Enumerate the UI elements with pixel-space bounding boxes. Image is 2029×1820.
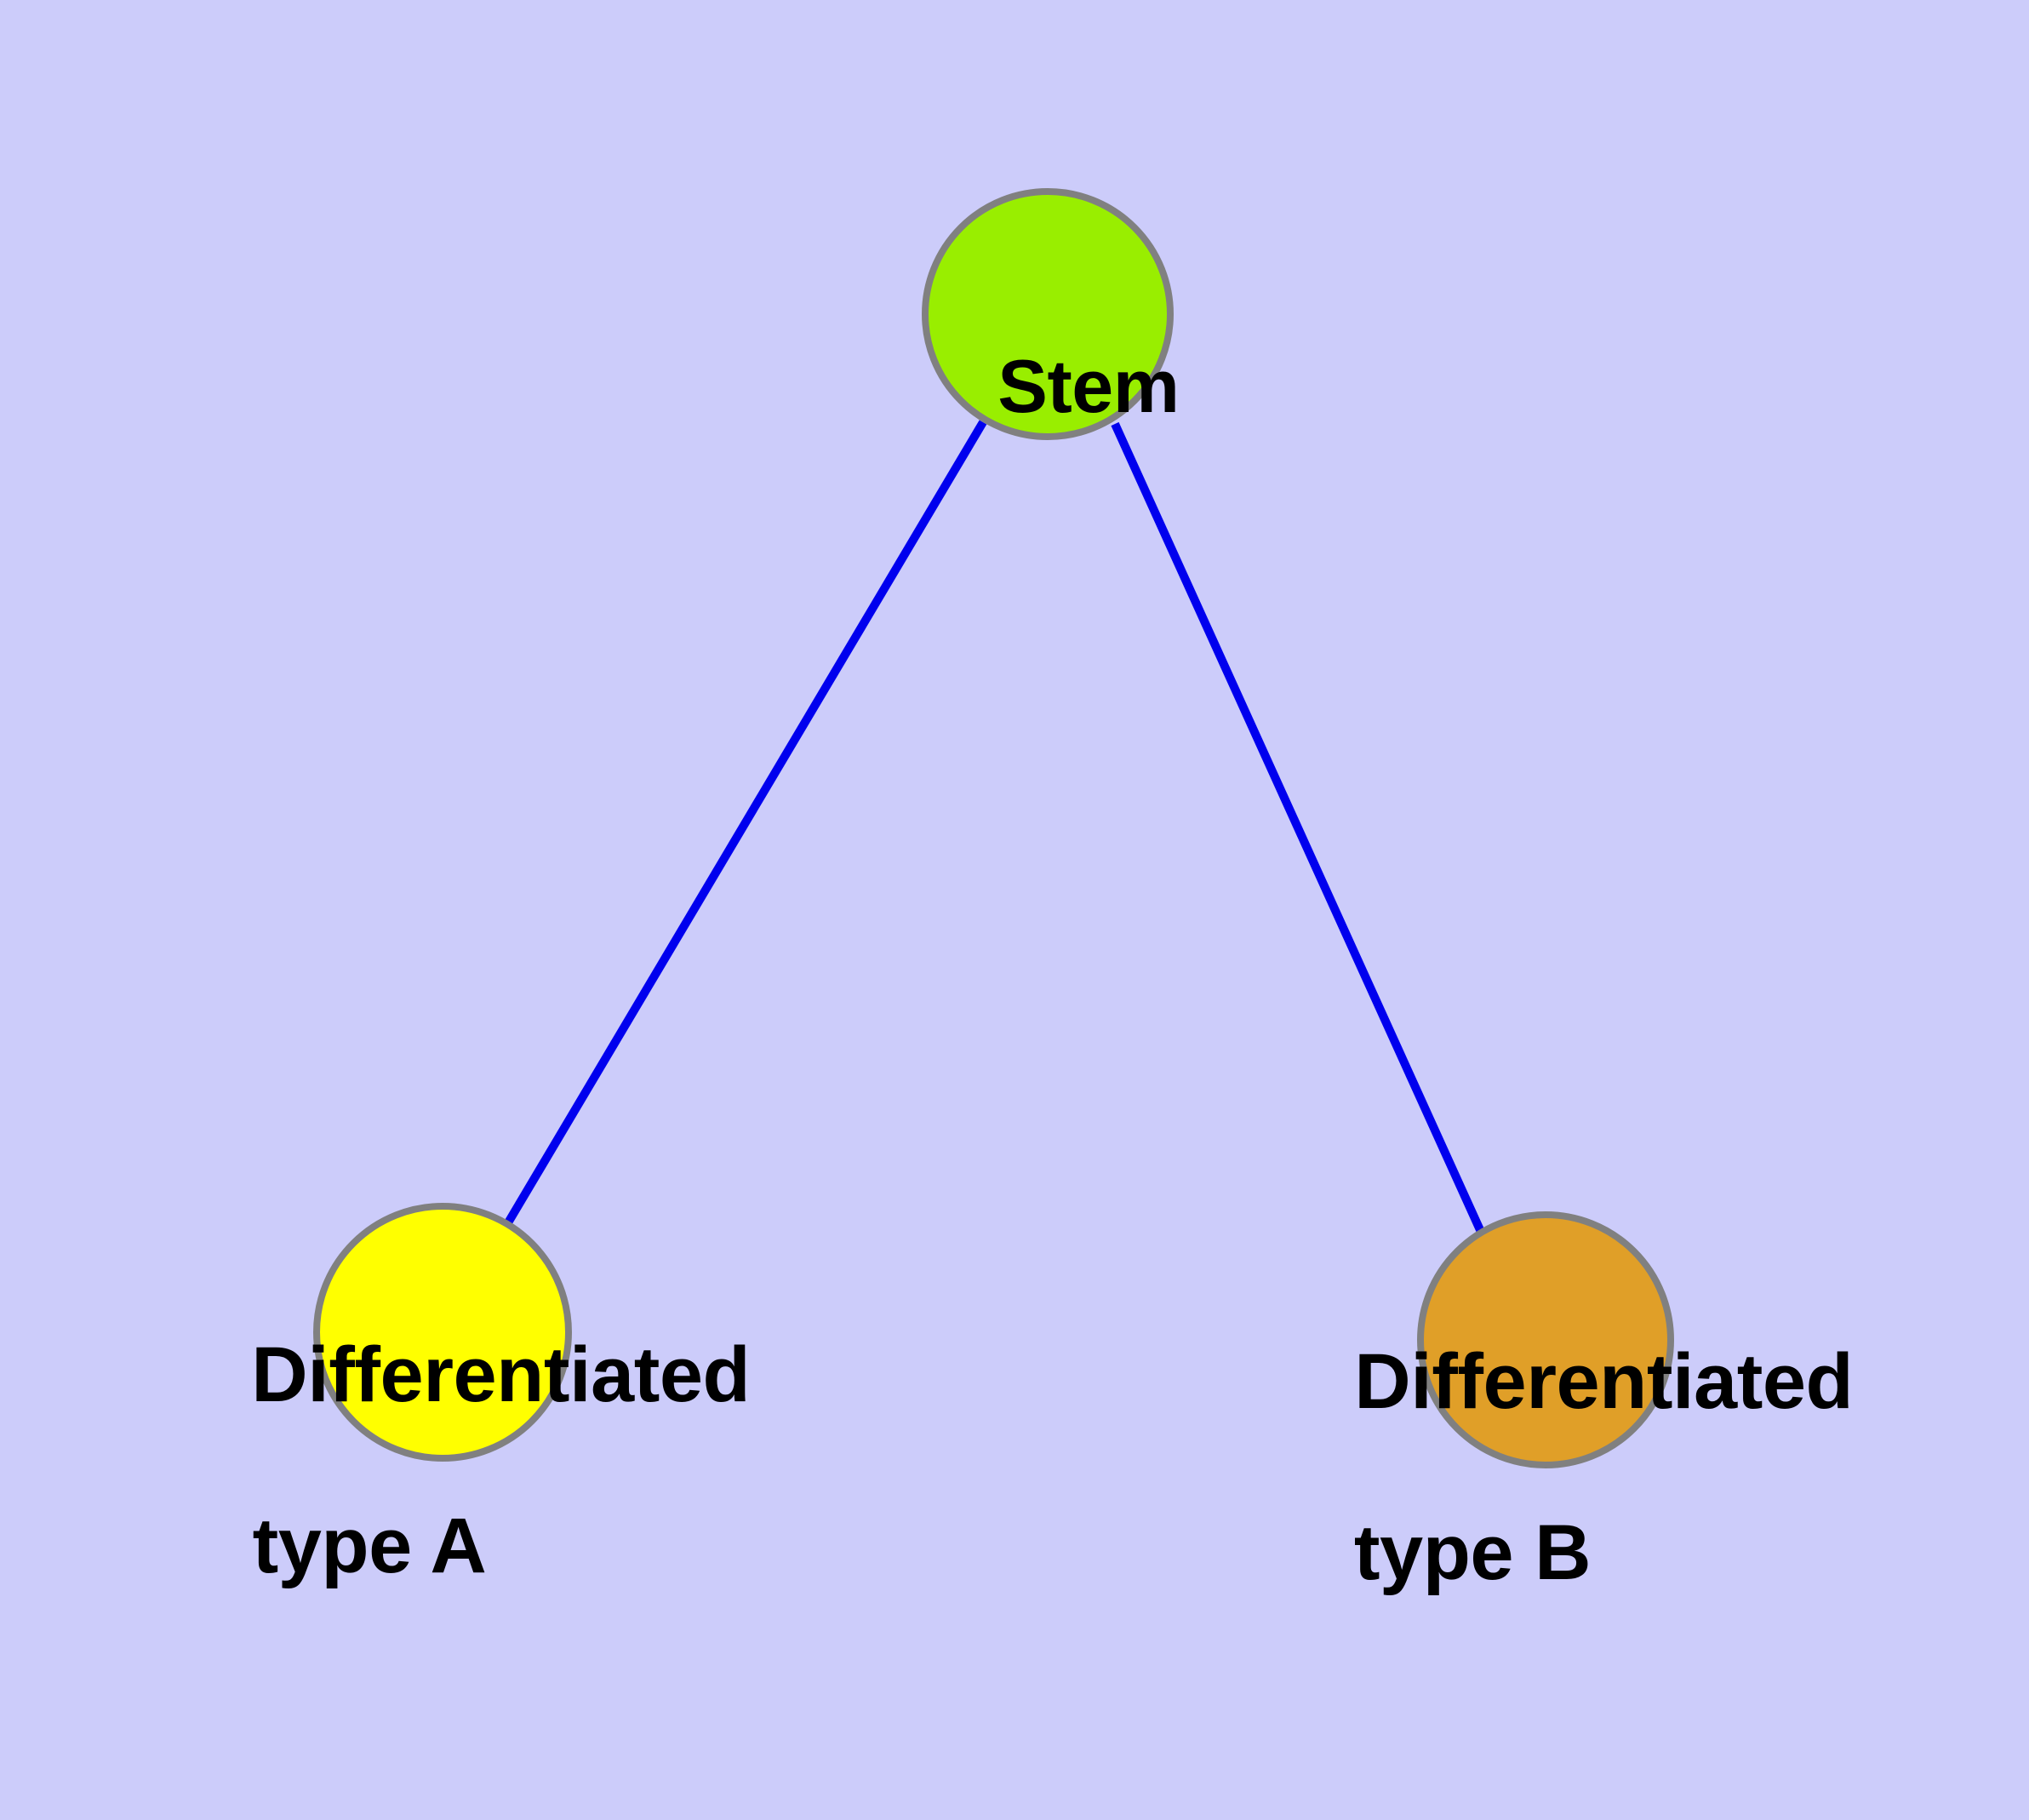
edge-stem-to-differentiated-type-a <box>503 420 987 1227</box>
node-differentiated-type-b[interactable] <box>1417 1211 1674 1468</box>
node-differentiated-type-a[interactable] <box>313 1203 572 1462</box>
node-stem[interactable] <box>922 188 1174 440</box>
edge-stem-to-differentiated-type-b <box>1111 421 1485 1234</box>
